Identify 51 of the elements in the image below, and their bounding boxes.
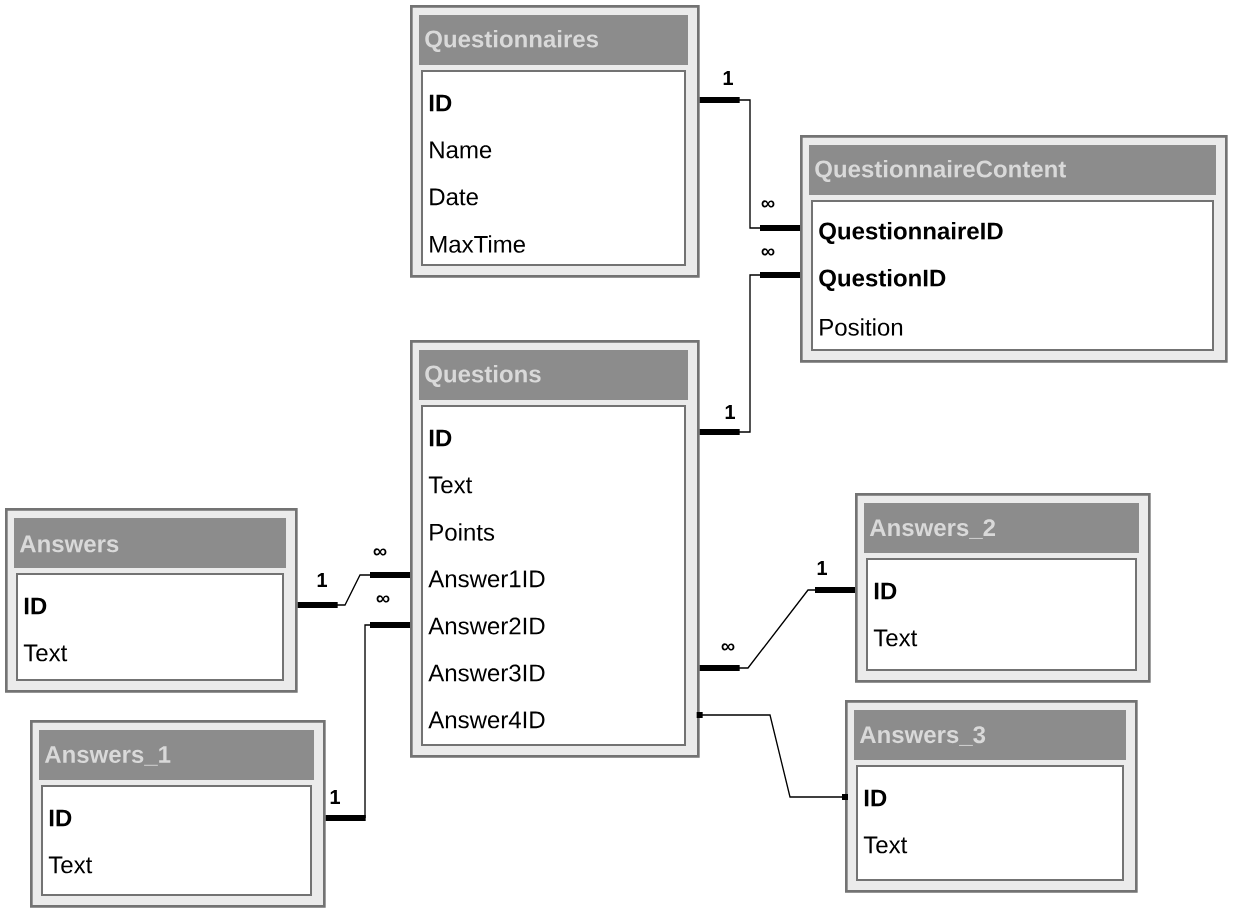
table-box [410, 340, 700, 758]
field-name: Name [430, 141, 492, 159]
relationship-line [699, 587, 855, 671]
relationship-line [325, 622, 410, 821]
relationship-line [699, 272, 800, 435]
field-name: Text [23, 644, 68, 662]
field-name: Points [430, 523, 495, 541]
field-name: Position [820, 318, 903, 336]
table-title: Answers_3 [859, 726, 986, 746]
cardinality-label: 1 [817, 561, 827, 575]
relationship-line [696, 712, 848, 800]
field-name: MaxTime [430, 235, 525, 253]
field-name: ID [429, 429, 452, 447]
table-box [800, 135, 1228, 363]
cardinality-label: ∞ [376, 595, 390, 603]
field-name: ID [874, 582, 897, 600]
field-name: Text [48, 856, 93, 874]
field-name: Text [863, 836, 908, 854]
field-name: Answer3ID [428, 664, 545, 682]
cardinality-label: ∞ [373, 548, 387, 556]
table-title: Answers_1 [44, 746, 171, 766]
field-name: Date [430, 188, 478, 206]
table-title: Answers_2 [869, 519, 996, 539]
cardinality-label: 1 [723, 71, 733, 85]
table-box [845, 700, 1138, 893]
field-name: Answer1ID [428, 570, 545, 588]
table-title: QuestionnaireContent [815, 159, 1066, 183]
field-name: Answer2ID [428, 617, 545, 635]
field-name: QuestionnaireID [819, 221, 1003, 245]
field-name: ID [24, 597, 47, 615]
field-name: ID [49, 809, 72, 827]
cardinality-label: ∞ [761, 248, 775, 256]
field-name: Text [873, 629, 918, 647]
cardinality-label: ∞ [721, 643, 735, 651]
field-name: ID [864, 789, 887, 807]
table-box [410, 5, 700, 278]
cardinality-label: 1 [317, 573, 327, 587]
cardinality-label: ∞ [761, 200, 775, 208]
relationship-line [297, 572, 410, 608]
table-title: Questions [425, 364, 541, 388]
table-title: Answers [19, 535, 119, 553]
field-name: Answer4ID [428, 711, 545, 729]
table-title: Questionnaires [425, 29, 598, 53]
table-box [5, 508, 298, 693]
table-box [855, 493, 1151, 683]
field-name: ID [429, 94, 452, 112]
relationship-line [699, 97, 800, 231]
field-name: QuestionID [819, 268, 946, 292]
table-box [30, 720, 326, 908]
cardinality-label: 1 [725, 405, 735, 419]
field-name: Text [428, 476, 473, 494]
